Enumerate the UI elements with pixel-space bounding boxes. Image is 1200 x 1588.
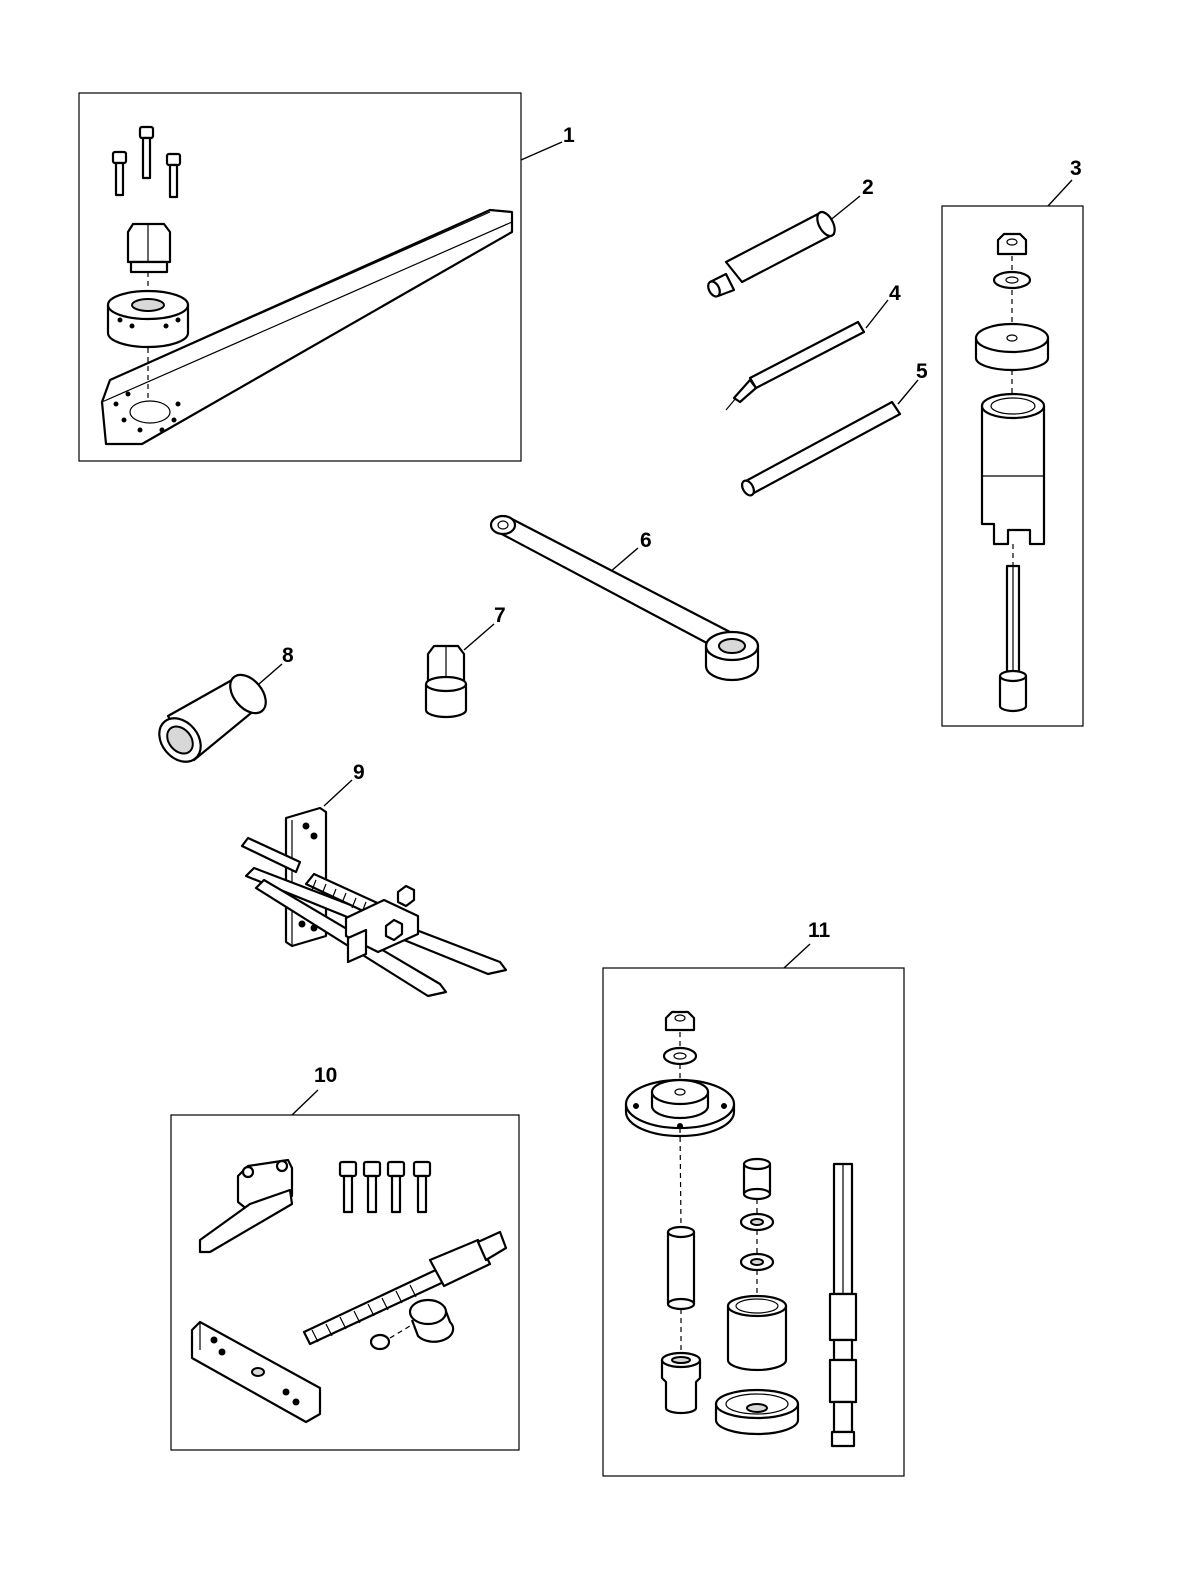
- nut-icon: [996, 232, 1028, 256]
- part-group-10: 10: [170, 1064, 520, 1451]
- callout-7[interactable]: 7: [494, 604, 506, 627]
- leader-line-9: [323, 779, 353, 807]
- leader-line-4: [865, 299, 889, 329]
- group-3-frame: [941, 205, 1084, 727]
- cone-driver-icon: [158, 673, 267, 763]
- callout-10[interactable]: 10: [314, 1064, 337, 1087]
- washer-icon: [992, 270, 1032, 290]
- pin-punch-icon: [725, 320, 866, 411]
- sleeve-icon: [980, 392, 1046, 546]
- threaded-collar-icon: [106, 289, 190, 349]
- group-1-frame: [78, 92, 522, 462]
- driver-shaft-icon: [707, 210, 836, 298]
- part-group-6: 6: [489, 514, 760, 682]
- socket-icon: [424, 644, 468, 719]
- spacer-tube-icon: [666, 1225, 696, 1311]
- part-group-4: 4: [725, 282, 901, 411]
- part-group-5: 5: [741, 360, 928, 497]
- driver-cup-icon: [660, 1351, 702, 1415]
- callout-3[interactable]: 3: [1070, 157, 1082, 180]
- part-group-9: 9: [240, 761, 508, 998]
- ring-wrench-icon: [489, 514, 760, 682]
- group-10-frame: [170, 1114, 520, 1451]
- callout-4[interactable]: 4: [889, 282, 901, 305]
- part-group-1: 1: [78, 92, 575, 462]
- leader-line-10: [291, 1089, 319, 1116]
- callout-1[interactable]: 1: [563, 124, 575, 147]
- part-group-3: 3: [941, 157, 1084, 727]
- leader-line-2: [827, 195, 861, 223]
- plug-icon: [126, 222, 172, 274]
- part-group-8: 8: [158, 644, 294, 763]
- callout-6[interactable]: 6: [640, 529, 652, 552]
- bolt-icon: [338, 1160, 432, 1214]
- base-cup-icon: [714, 1388, 800, 1436]
- leader-line-11: [783, 943, 811, 969]
- adapter-ring-icon: [369, 1298, 455, 1351]
- flange-plate-icon: [624, 1078, 736, 1138]
- callout-11[interactable]: 11: [808, 919, 831, 942]
- callout-5[interactable]: 5: [916, 360, 928, 383]
- puller-shaft-icon: [828, 1162, 858, 1448]
- rod-icon: [741, 400, 902, 497]
- part-group-11: 11: [602, 919, 905, 1477]
- leader-line-5: [897, 379, 919, 405]
- part-group-7: 7: [424, 604, 506, 719]
- puller-icon: [240, 806, 508, 998]
- leader-line-6: [609, 547, 639, 573]
- leader-line-1: [520, 141, 563, 161]
- press-plate-icon: [190, 1320, 322, 1424]
- forcing-screw-icon: [302, 1230, 508, 1346]
- callout-9[interactable]: 9: [353, 761, 365, 784]
- washer-icon: [662, 1046, 698, 1066]
- cup-plate-icon: [974, 322, 1050, 372]
- clamp-bracket-icon: [198, 1158, 294, 1254]
- part-group-2: 2: [707, 176, 874, 298]
- leader-line-7: [463, 623, 495, 651]
- leader-line-3: [1047, 179, 1073, 207]
- callout-8[interactable]: 8: [282, 644, 294, 667]
- callout-2[interactable]: 2: [862, 176, 874, 199]
- spanner-bar-icon: [100, 208, 514, 446]
- small-bushing-icon: [742, 1157, 772, 1201]
- split-washer-icon: [739, 1212, 775, 1272]
- group-11-frame: [602, 967, 905, 1477]
- nut-icon: [664, 1010, 696, 1032]
- screw-shaft-icon: [998, 564, 1028, 713]
- bolt-icon: [111, 125, 182, 199]
- bearing-sleeve-icon: [726, 1294, 788, 1372]
